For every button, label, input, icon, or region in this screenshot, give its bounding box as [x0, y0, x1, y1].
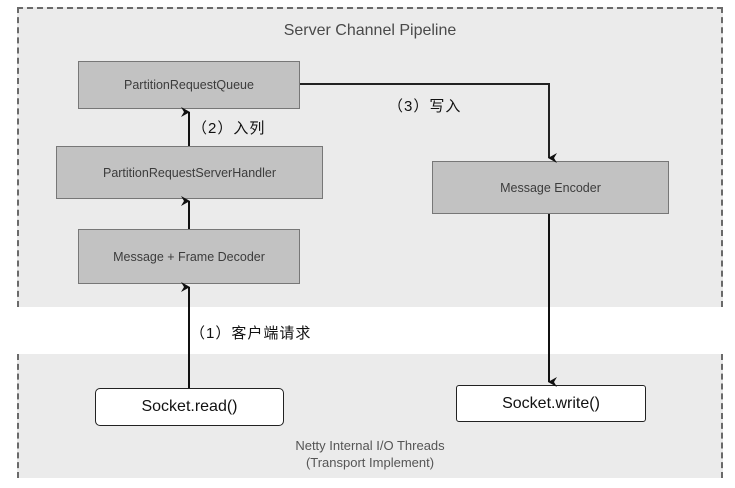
- pipeline-title: Server Channel Pipeline: [283, 22, 457, 39]
- step1-client-request-label: （1）客户端请求: [190, 325, 312, 342]
- socket-read-box: Socket.read(): [95, 388, 284, 426]
- socket-write-box: Socket.write(): [456, 385, 646, 422]
- message-encoder-box: Message Encoder: [432, 161, 669, 214]
- step2-enqueue-label: （2）入列: [192, 120, 266, 137]
- step3-write-label: （3）写入: [388, 98, 462, 115]
- message-frame-decoder-box: Message + Frame Decoder: [78, 229, 300, 284]
- transport-caption-line2: (Transport Implement): [305, 455, 435, 470]
- transport-caption: Netty Internal I/O Threads (Transport Im…: [19, 437, 721, 471]
- partition-request-queue-box: PartitionRequestQueue: [78, 61, 300, 109]
- transport-caption-line1: Netty Internal I/O Threads: [295, 438, 445, 453]
- partition-request-server-handler-box: PartitionRequestServerHandler: [56, 146, 323, 199]
